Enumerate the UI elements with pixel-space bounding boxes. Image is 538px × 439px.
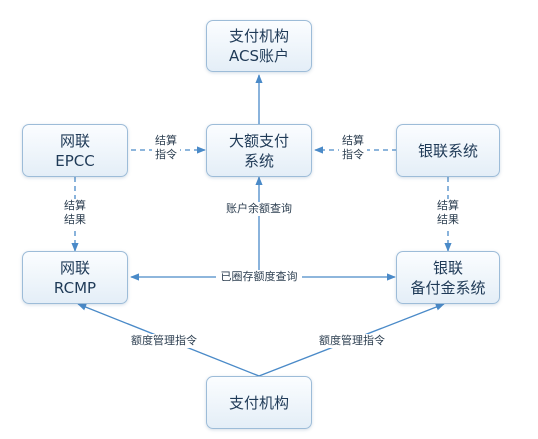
label-quota-instruction-right: 额度管理指令 [316,334,388,348]
node-payment-institution: 支付机构 [206,376,312,429]
label-quota-left-text: 额度管理指令 [131,334,197,347]
node-lvps-line1: 大额支付 [228,131,289,150]
label-epcc-settlement-instruction: 结算 指令 [152,134,180,162]
label-unionpay-instr-line1: 结算 [342,134,364,147]
node-acs-line1: 支付机构 [228,27,289,45]
node-rcmp: 网联 RCMP [22,251,128,304]
label-balance-query-text: 账户余额查询 [226,202,292,215]
label-unionpay-settlement-instruction: 结算 指令 [339,134,367,162]
label-unionpay-settlement-result: 结算 结果 [434,199,462,227]
node-unionpay-system: 银联系统 [396,124,500,177]
label-epcc-settlement-result: 结算 结果 [61,199,89,227]
node-acs-line2: ACS账户 [229,47,289,65]
label-epcc-instr-line2: 指令 [155,148,177,161]
node-institution-line1: 支付机构 [228,393,289,412]
label-unionpay-instr-line2: 指令 [342,148,364,161]
node-rcmp-line1: 网联 [59,258,90,277]
label-quota-right-text: 额度管理指令 [319,334,385,347]
node-epcc-line1: 网联 [59,131,90,150]
node-epcc-line2: EPCC [55,151,95,170]
label-epcc-result-line2: 结果 [64,213,86,226]
node-large-value-payment-system: 大额支付 系统 [206,124,312,177]
label-account-balance-query: 账户余额查询 [223,202,295,216]
label-ringfenced-query-text: 已圈存额度查询 [220,270,298,283]
label-epcc-instr-line1: 结算 [155,134,177,147]
node-unionpay-reserve-system: 银联 备付金系统 [396,251,500,304]
node-rcmp-line2: RCMP [53,278,97,297]
label-quota-instruction-left: 额度管理指令 [128,334,200,348]
node-reserve-line1: 银联 [432,258,463,277]
node-unionpay-line1: 银联系统 [417,141,478,160]
node-reserve-line2: 备付金系统 [410,278,486,297]
node-lvps-line2: 系统 [243,151,274,170]
label-unionpay-result-line1: 结算 [437,199,459,212]
label-ringfenced-quota-query: 已圈存额度查询 [216,270,302,284]
label-epcc-result-line1: 结算 [64,199,86,212]
label-unionpay-result-line2: 结果 [437,213,459,226]
node-epcc: 网联 EPCC [22,124,128,177]
node-acs-account: 支付机构 ACS账户 [206,20,312,72]
